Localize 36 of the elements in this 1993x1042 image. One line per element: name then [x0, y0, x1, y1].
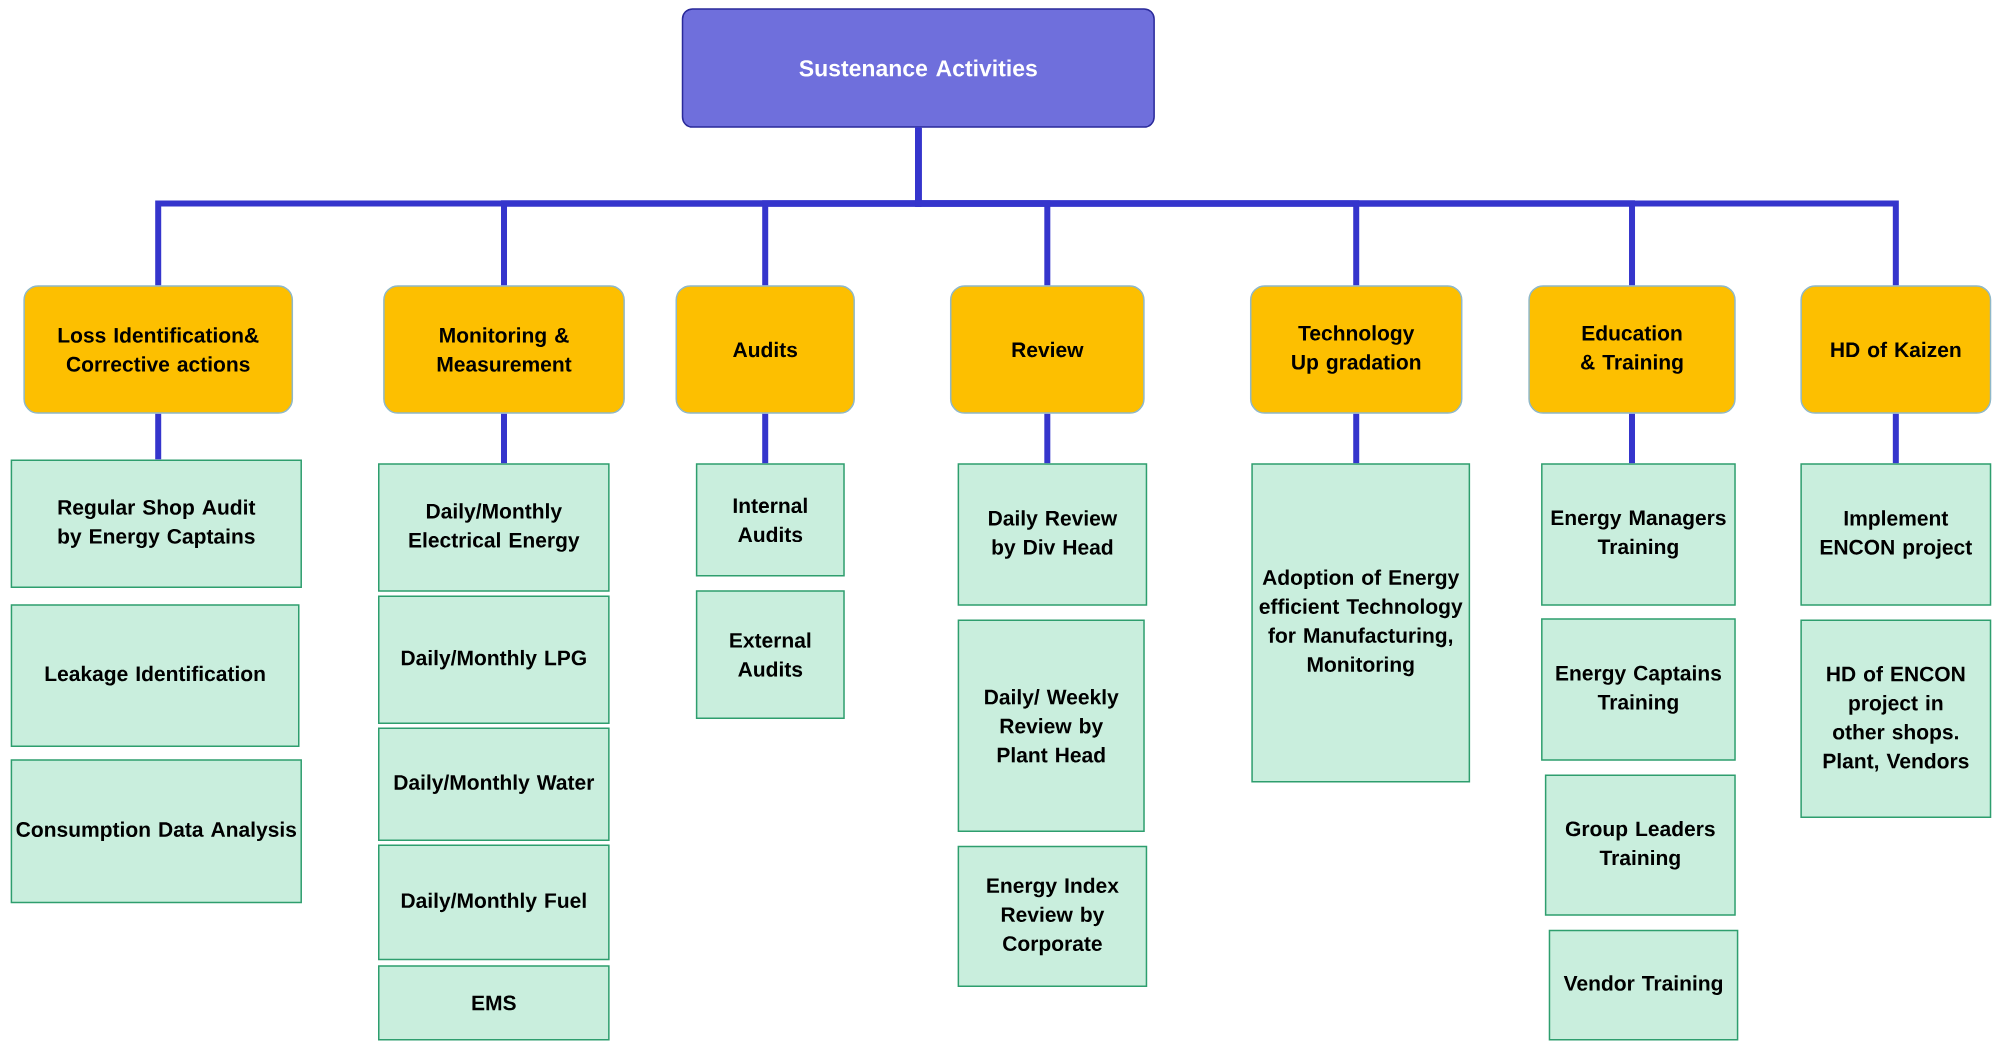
connector-line	[915, 127, 1899, 286]
activity-box: EMS	[378, 965, 610, 1041]
category-box: Monitoring & Measurement	[383, 285, 625, 414]
title-box: Sustenance Activities	[681, 8, 1155, 128]
activity-box: Daily/Monthly LPG	[378, 595, 610, 724]
category-box: Loss Identification& Corrective actions	[23, 285, 294, 414]
activity-box: Energy Managers Training	[1541, 463, 1736, 606]
activity-box: Daily/Monthly Water	[378, 727, 610, 841]
category-box: Education & Training	[1528, 285, 1736, 414]
activity-box: Daily/ Weekly Review by Plant Head	[957, 619, 1145, 833]
activity-box: Daily/Monthly Electrical Energy	[378, 463, 610, 592]
activity-box: External Audits	[695, 590, 845, 719]
activity-box: Group Leaders Training	[1544, 774, 1736, 916]
connector-line	[1892, 413, 1899, 464]
category-box: HD of Kaizen	[1800, 285, 1992, 414]
activity-box: Adoption of Energy efficient Technology for Manufacturing, Monitoring	[1251, 463, 1471, 783]
activity-box: Leakage Identification	[10, 604, 300, 747]
connector-line	[1629, 413, 1635, 464]
connector-line	[155, 413, 162, 460]
activity-box: Energy Captains Training	[1541, 618, 1736, 761]
category-box: Audits	[675, 285, 855, 414]
activity-box: Daily/Monthly Fuel	[378, 844, 610, 961]
activity-box: Vendor Training	[1548, 929, 1739, 1041]
connector-line	[1353, 413, 1360, 464]
category-box: Review	[949, 285, 1145, 414]
connector-line	[762, 413, 769, 464]
activity-box: Daily Review by Div Head	[957, 463, 1148, 606]
connector-line	[501, 413, 507, 464]
category-box: Technology Up gradation	[1249, 285, 1463, 414]
activity-box: Consumption Data Analysis	[10, 759, 302, 904]
activity-box: Regular Shop Audit by Energy Captains	[10, 459, 302, 588]
activity-box: Internal Audits	[695, 463, 845, 577]
activity-box: HD of ENCON project in other shops. Plant, Vendors	[1800, 619, 1992, 819]
connector-line	[1044, 413, 1051, 464]
activity-box: Implement ENCON project	[1800, 463, 1992, 606]
activity-box: Energy Index Review by Corporate	[957, 845, 1148, 988]
